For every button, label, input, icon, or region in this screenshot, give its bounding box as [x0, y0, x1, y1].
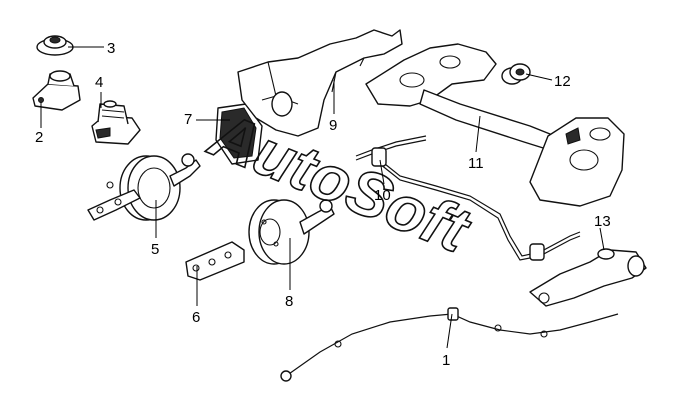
part-12-bushing [501, 63, 531, 85]
callouts: 1 2 3 4 5 6 7 8 9 10 11 12 13 [35, 40, 611, 369]
callout-8: 8 [285, 293, 293, 310]
watermark: AutoSoft [198, 97, 481, 268]
part-11-rear-axle [365, 43, 625, 207]
callout-4: 4 [95, 74, 103, 91]
part-8-booster [248, 199, 335, 265]
part-3-mount-cap [36, 35, 74, 56]
callout-13: 13 [594, 213, 611, 230]
part-6-bracket [185, 241, 245, 281]
callout-2: 2 [35, 129, 43, 146]
part-4-spring-mount [91, 100, 141, 145]
callout-1: 1 [442, 352, 450, 369]
callout-3: 3 [107, 40, 115, 57]
part-2-mount-bracket [32, 70, 81, 111]
callout-6: 6 [192, 309, 200, 326]
callout-9: 9 [329, 117, 337, 134]
callout-7: 7 [184, 111, 192, 128]
leader-lines [40, 46, 605, 349]
part-1-cable [280, 307, 619, 382]
callout-5: 5 [151, 241, 159, 258]
callout-12: 12 [554, 73, 571, 90]
part-10-stabilizer-bar [355, 135, 581, 261]
callout-10: 10 [374, 187, 391, 204]
watermark-text: AutoSoft [199, 97, 481, 267]
part-13-trailing-arm [529, 248, 647, 307]
callout-11: 11 [468, 155, 484, 172]
part-5-brake-booster [87, 153, 201, 221]
